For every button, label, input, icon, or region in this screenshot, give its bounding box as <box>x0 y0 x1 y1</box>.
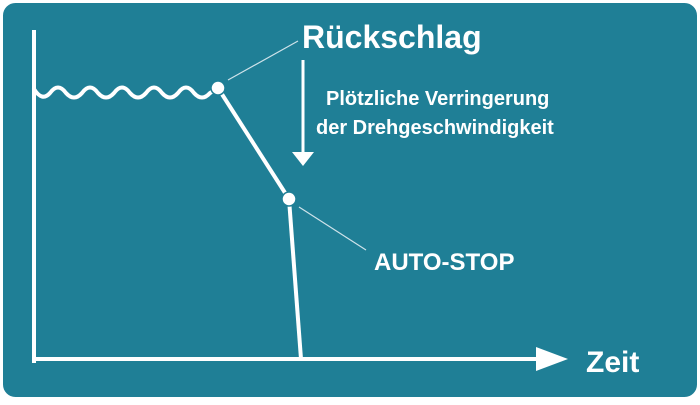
autostop-point-marker <box>281 191 297 207</box>
kickback-leader-line <box>227 40 299 81</box>
description-line-2: der Drehgeschwindigkeit <box>316 117 554 139</box>
speed-drop-line <box>216 86 291 201</box>
autostop-leader-line <box>298 206 367 251</box>
time-axis-label: Zeit <box>586 346 639 379</box>
autostop-label: AUTO-STOP <box>374 249 514 276</box>
x-axis-arrow-icon <box>536 347 568 371</box>
down-arrow-icon <box>292 152 314 166</box>
description-line-1: Plötzliche Verringerung <box>326 88 549 110</box>
speed-wave-line <box>32 85 220 100</box>
speed-stop-line <box>287 198 303 360</box>
kickback-label: Rückschlag <box>302 19 482 55</box>
kickback-point-marker <box>210 80 226 96</box>
